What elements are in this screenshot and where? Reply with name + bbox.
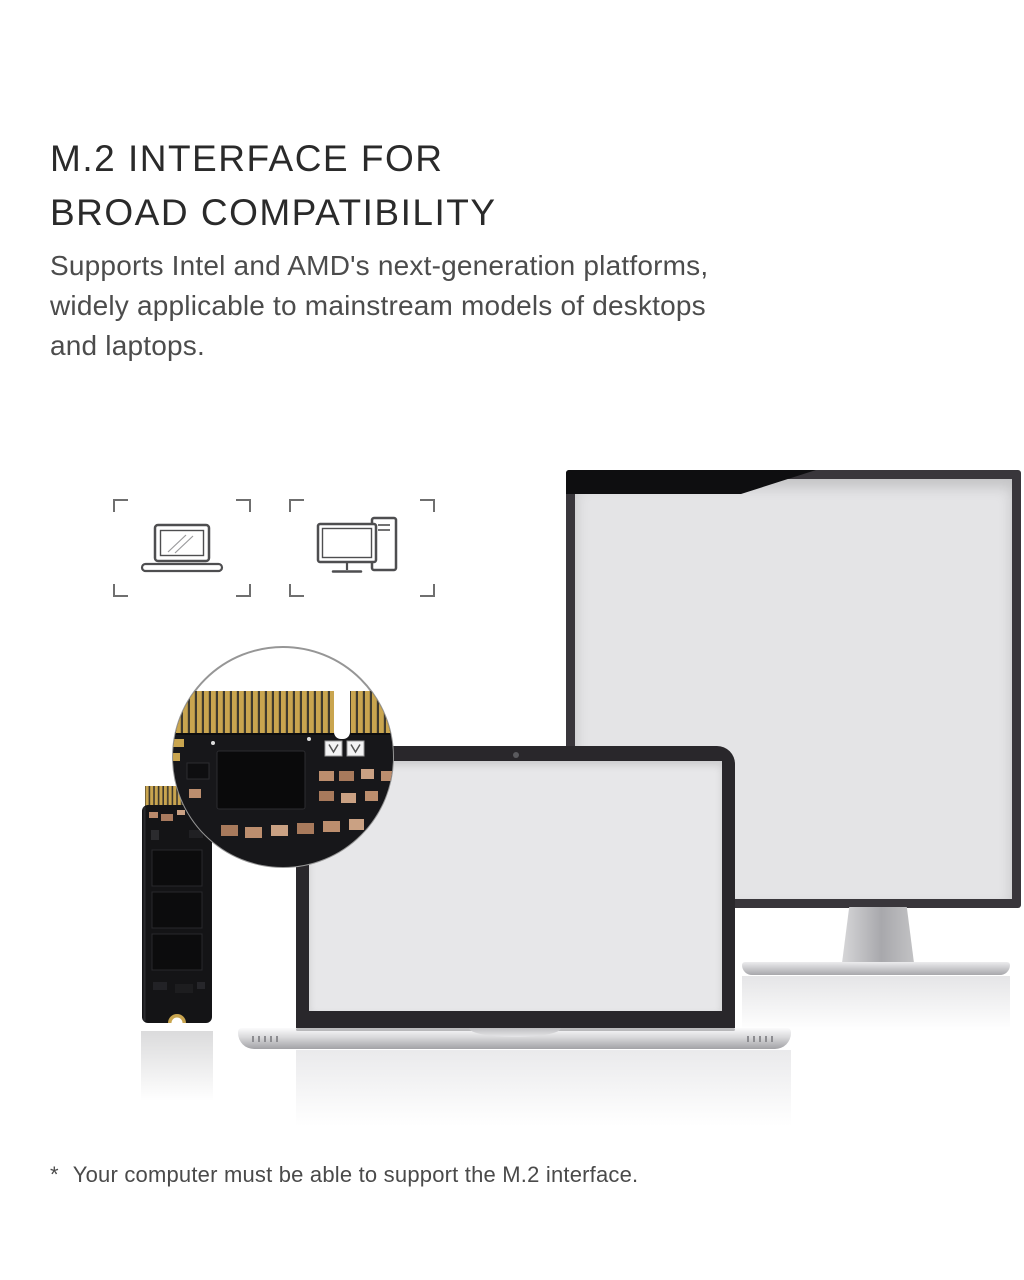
description-line: Supports Intel and AMD's next-generation… bbox=[50, 250, 709, 281]
bracket-corner bbox=[420, 584, 435, 597]
laptop-reflection bbox=[296, 1050, 791, 1140]
footnote-marker: * bbox=[50, 1162, 59, 1187]
monitor-stand-base bbox=[742, 962, 1010, 975]
description-line: widely applicable to mainstream models o… bbox=[50, 290, 706, 321]
ssd-reflection bbox=[141, 1031, 213, 1101]
laptop-webcam-dot bbox=[512, 752, 519, 758]
monitor-reflection bbox=[742, 976, 1010, 1031]
description-line: and laptops. bbox=[50, 330, 205, 361]
laptop-speaker-grille bbox=[252, 1036, 282, 1042]
page-title: M.2 INTERFACE FOR BROAD COMPATIBILITY bbox=[50, 132, 497, 240]
monitor-stand-neck bbox=[842, 907, 914, 963]
desktop-compatibility-badge bbox=[289, 499, 435, 597]
footnote: * Your computer must be able to support … bbox=[50, 1162, 638, 1188]
bracket-corner bbox=[420, 499, 435, 512]
laptop-lid-notch bbox=[468, 1028, 561, 1037]
m2-ssd-illustration bbox=[142, 786, 212, 1023]
bracket-corner bbox=[236, 584, 251, 597]
bracket-corner bbox=[289, 584, 304, 597]
bracket-corner bbox=[113, 584, 128, 597]
laptop-speaker-grille bbox=[747, 1036, 777, 1042]
ssd-connector-closeup-callout bbox=[172, 646, 394, 868]
laptop-illustration-base bbox=[238, 1028, 791, 1049]
bracket-corner bbox=[113, 499, 128, 512]
page-title-line1: M.2 INTERFACE FOR bbox=[50, 138, 444, 179]
bracket-corner bbox=[236, 499, 251, 512]
bracket-corner bbox=[289, 499, 304, 512]
page-title-line2: BROAD COMPATIBILITY bbox=[50, 192, 497, 233]
laptop-icon bbox=[140, 523, 224, 573]
desktop-icon bbox=[316, 516, 398, 573]
footnote-text: Your computer must be able to support th… bbox=[72, 1162, 639, 1187]
description-text: Supports Intel and AMD's next-generation… bbox=[50, 246, 708, 366]
laptop-compatibility-badge bbox=[113, 499, 251, 597]
